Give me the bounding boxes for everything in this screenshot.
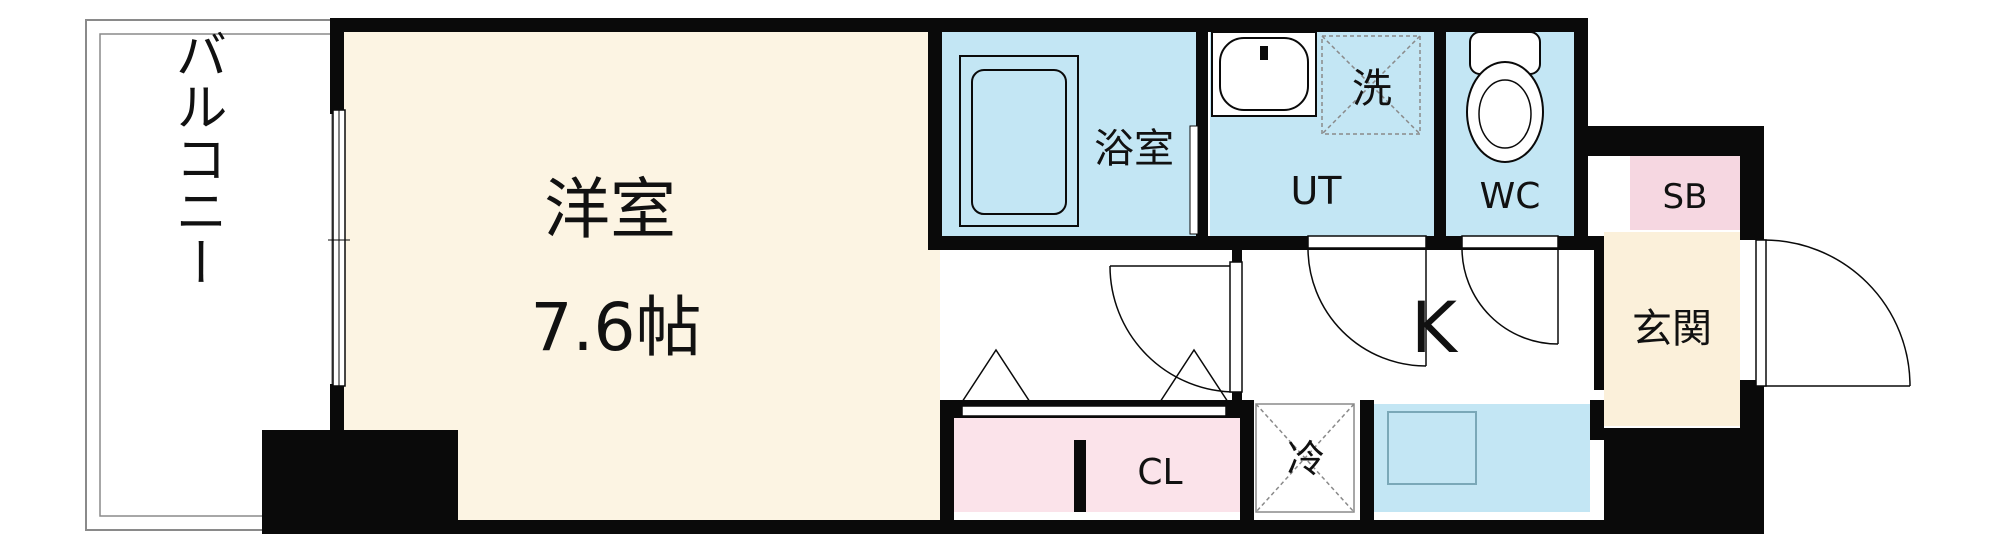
- washer-label: 洗: [1352, 66, 1392, 112]
- washer-space: [1321, 35, 1421, 135]
- entrance-label: 玄関: [1632, 306, 1712, 352]
- toilet-label: WC: [1480, 176, 1541, 217]
- fridge-cross: [1255, 403, 1355, 513]
- door-swings: [1109, 235, 1911, 393]
- entrance-floor: [1604, 232, 1740, 426]
- shoe-box-label: SB: [1663, 177, 1708, 217]
- bathtub: [959, 55, 1199, 235]
- closet-floor: [952, 418, 1240, 512]
- balcony-label: バルコニー: [166, 28, 226, 288]
- balcony-window: [328, 109, 350, 387]
- stove: [1387, 411, 1477, 485]
- walls: [262, 18, 1764, 534]
- washbasin: [1211, 31, 1317, 117]
- toilet: [1466, 31, 1544, 163]
- balcony: [85, 19, 335, 531]
- shoe-box-floor: [1630, 156, 1740, 230]
- utility-label: UT: [1290, 169, 1342, 213]
- kitchen-label: K: [1411, 287, 1459, 369]
- western-room-size: 7.6帖: [531, 289, 702, 366]
- fridge-label: 冷: [1287, 437, 1325, 481]
- sink-counter: [1372, 404, 1590, 512]
- bathroom-label: 浴室: [1094, 126, 1174, 172]
- closet-folding-doors: [961, 348, 1229, 417]
- closet-label: CL: [1137, 452, 1182, 493]
- western-room-name: 洋室: [544, 171, 676, 248]
- bathroom-floor: [940, 30, 1198, 236]
